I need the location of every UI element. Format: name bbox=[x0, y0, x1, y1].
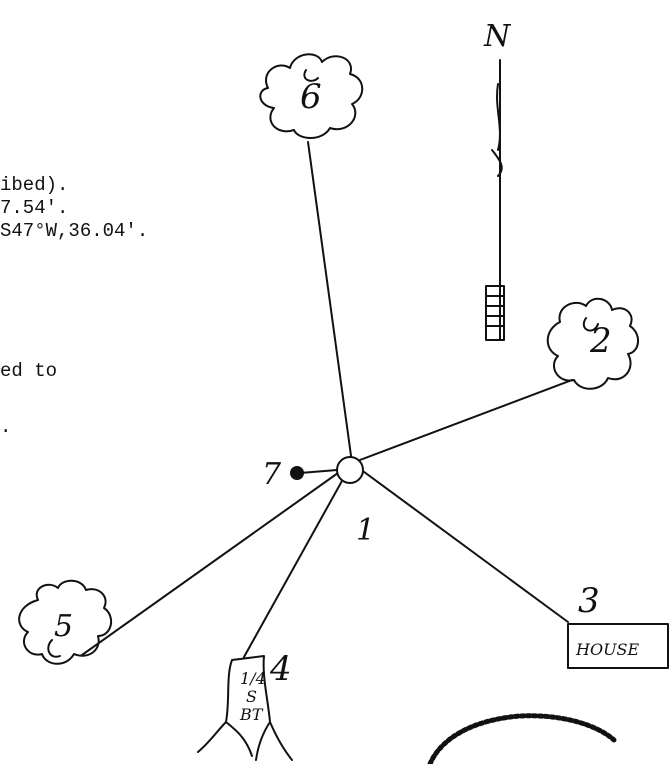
line-to-6 bbox=[307, 141, 353, 464]
tree-6-icon bbox=[259, 53, 364, 139]
line-to-7 bbox=[299, 469, 338, 474]
compass-north-label: N bbox=[483, 19, 512, 54]
text-line-3: S47°W,36.04'. bbox=[0, 220, 149, 242]
line-to-4 bbox=[243, 462, 353, 658]
point-label-3: 3 bbox=[578, 581, 600, 621]
compass-needle bbox=[491, 59, 503, 341]
house-box bbox=[567, 623, 669, 669]
point-label-4: 4 bbox=[269, 649, 292, 689]
compass-feather bbox=[485, 285, 505, 341]
text-line-1: ibed). bbox=[0, 174, 69, 196]
point-label-6: 6 bbox=[300, 77, 322, 117]
text-line-2: 7.54'. bbox=[0, 197, 69, 219]
point-label-7: 7 bbox=[262, 457, 282, 492]
text-line-4: ed to bbox=[0, 360, 58, 382]
stump-label-line-2: S bbox=[246, 687, 257, 706]
point-label-2: 2 bbox=[589, 321, 612, 361]
tree-2-icon bbox=[546, 297, 639, 390]
rope-arc bbox=[427, 713, 617, 764]
point-label-1: 1 bbox=[356, 513, 375, 548]
line-to-3 bbox=[351, 462, 569, 623]
center-point-circle bbox=[336, 456, 364, 484]
stump-4-icon bbox=[197, 655, 293, 761]
stump-label-line-1: 1/4 bbox=[240, 669, 266, 688]
line-to-2 bbox=[351, 379, 573, 464]
house-label: HOUSE bbox=[575, 640, 640, 659]
point-label-5: 5 bbox=[54, 609, 73, 644]
text-line-5: . bbox=[0, 416, 12, 438]
stump-label: 1/4 S BT bbox=[239, 669, 271, 724]
stump-label-line-3: BT bbox=[239, 705, 264, 724]
tree-5-icon bbox=[18, 579, 113, 665]
point-7-dot bbox=[290, 466, 304, 480]
line-to-5 bbox=[81, 462, 353, 656]
